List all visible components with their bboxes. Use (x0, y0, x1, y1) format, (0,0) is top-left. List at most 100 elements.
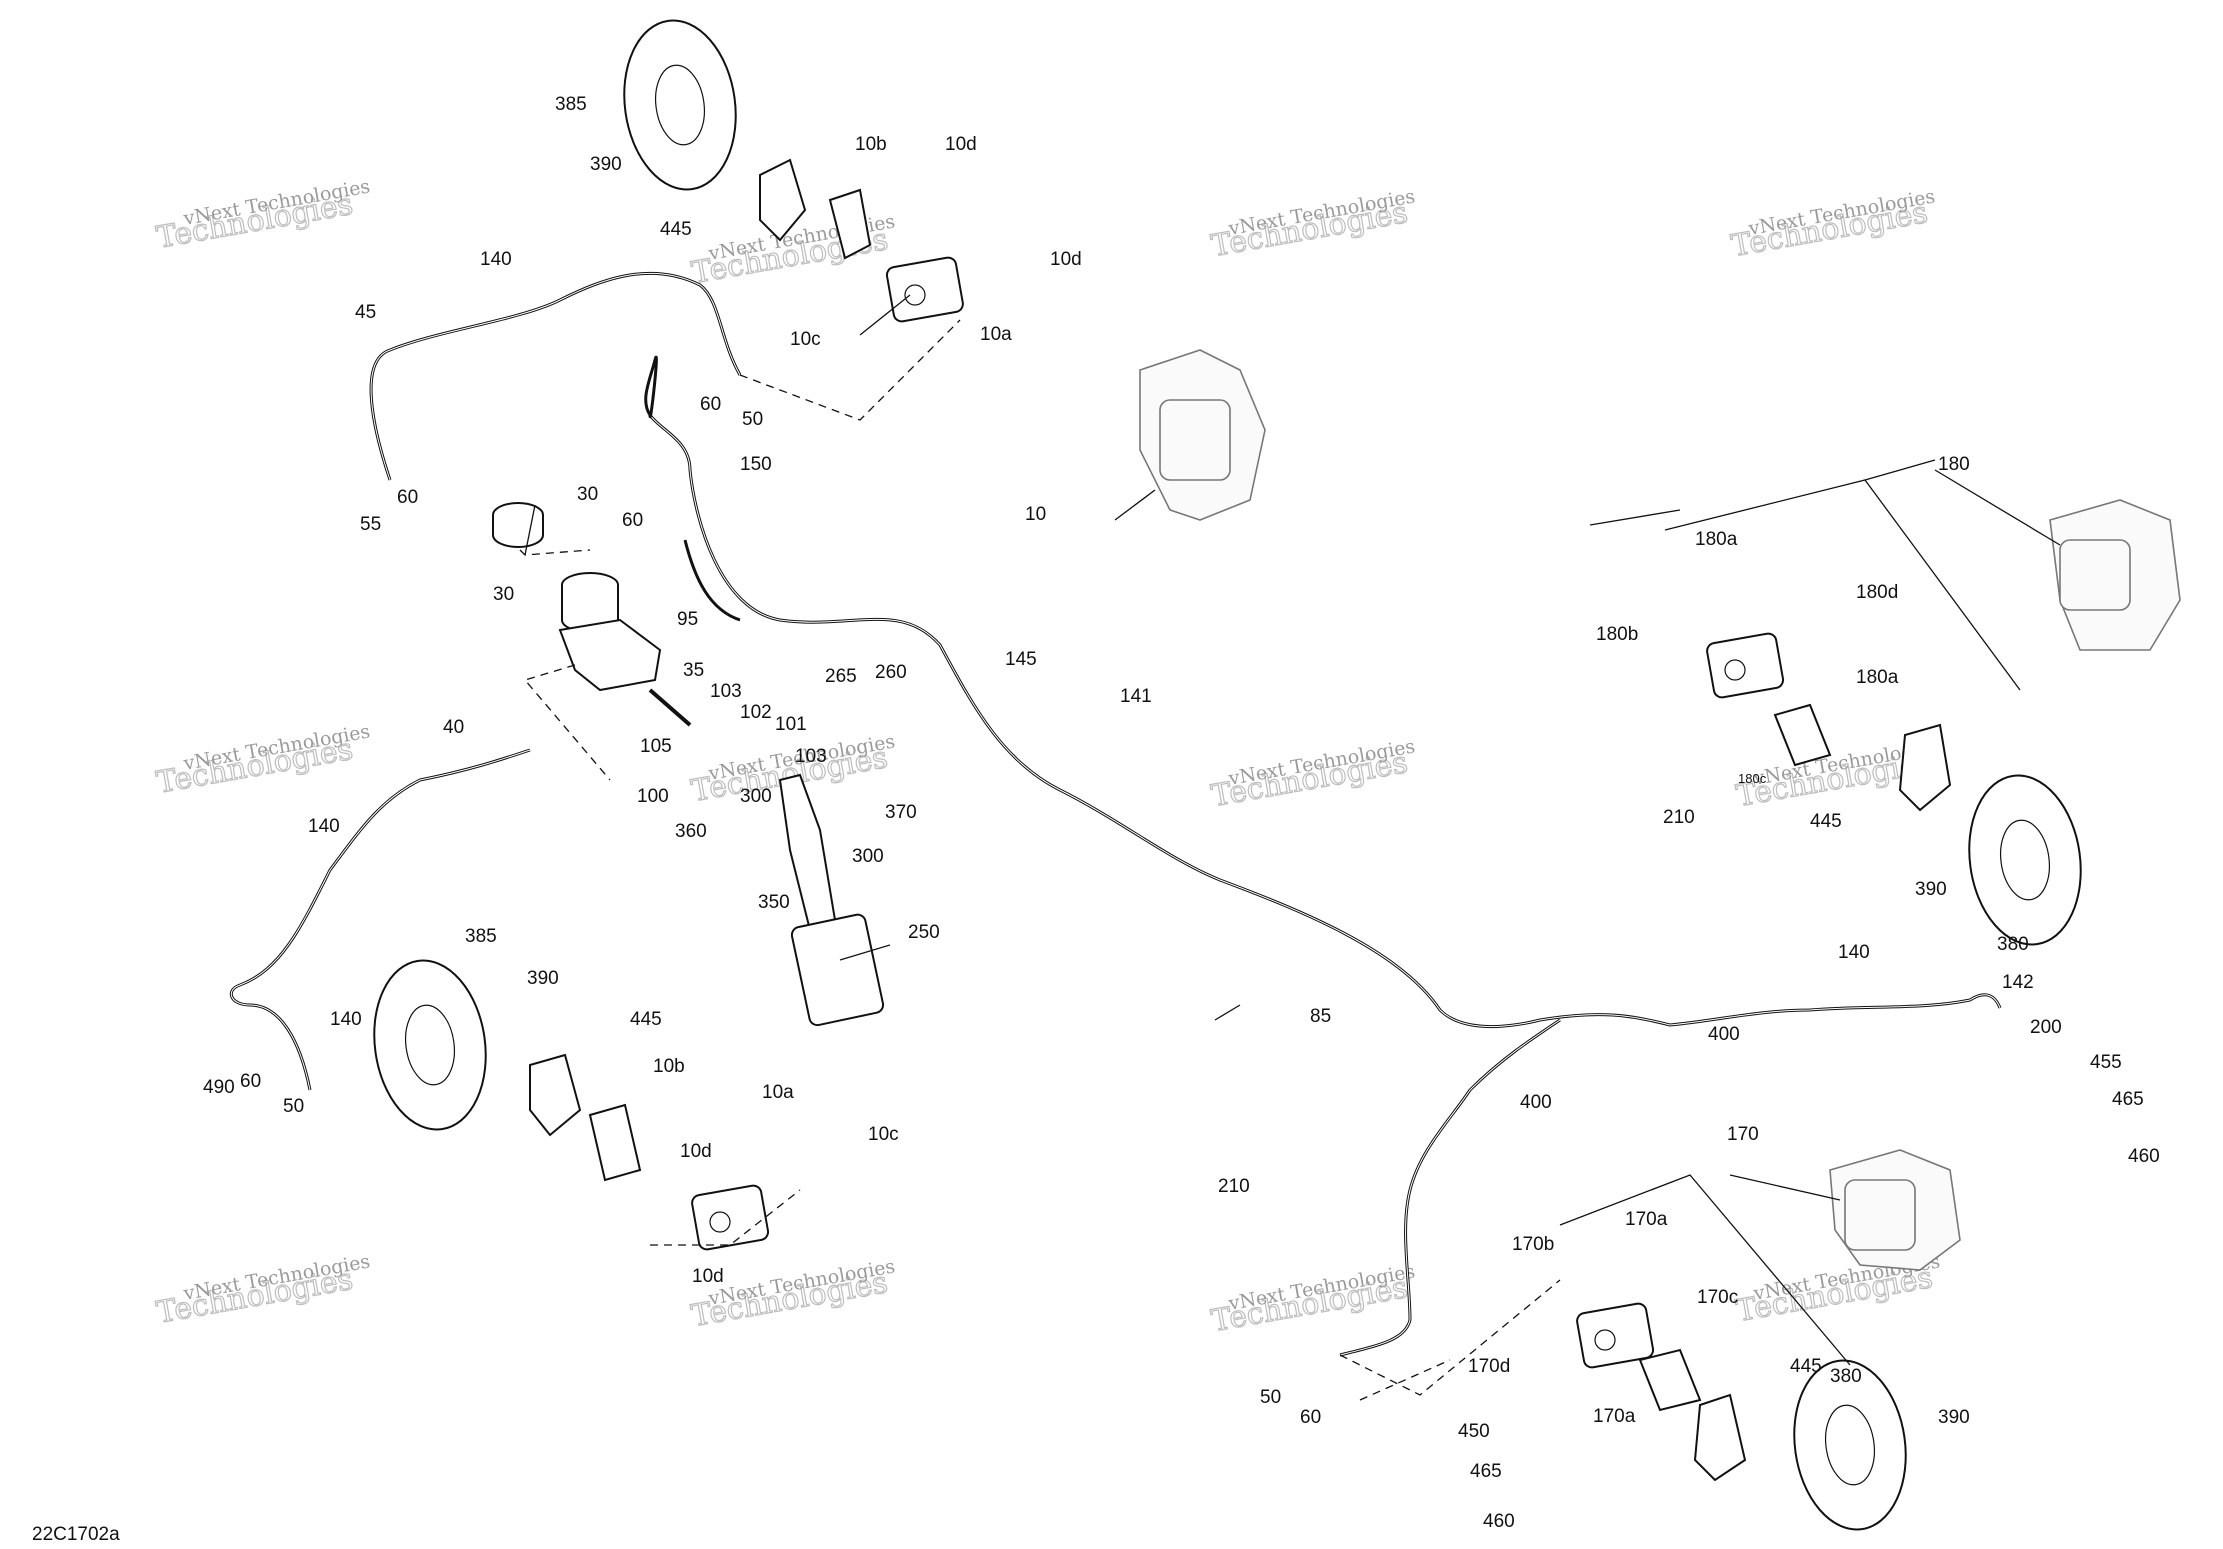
callout-label: 170a (1593, 1406, 1636, 1427)
callout-label: 60 (397, 487, 418, 508)
leader-lines (524, 294, 2061, 1366)
callout-label: 445 (1810, 811, 1842, 832)
callout-label: 450 (1458, 1421, 1490, 1442)
callout-label: 170b (1512, 1234, 1554, 1255)
callout-label: 103 (710, 681, 742, 702)
callout-label: 35 (683, 660, 704, 681)
callout-label: 300 (740, 786, 772, 807)
callout-label: 45 (355, 302, 376, 323)
callout-label: 10b (653, 1056, 685, 1077)
callout-label: 350 (758, 892, 790, 913)
callout-label: 455 (2090, 1052, 2122, 1073)
callout-label: 10a (980, 324, 1012, 345)
watermark: Technologies vNext Technologies (153, 720, 371, 801)
callout-label: 360 (675, 821, 707, 842)
callout-label: 390 (1915, 879, 1947, 900)
callout-label: 140 (308, 816, 340, 837)
callout-label: 60 (240, 1071, 261, 1092)
callout-label: 465 (1470, 1461, 1502, 1482)
callout-label: 140 (480, 249, 512, 270)
callout-label: 10d (945, 134, 977, 155)
reservoir-cap (492, 502, 544, 548)
caliper-assembly-ghost-170 (1829, 1149, 1961, 1271)
callout-label: 10b (855, 134, 887, 155)
brake-pedal (778, 773, 885, 1027)
watermark: Technologies vNext Technologies (1208, 735, 1417, 814)
callout-label: 250 (908, 922, 940, 943)
callout-label: 55 (360, 514, 381, 535)
callout-label: 385 (465, 926, 497, 947)
callout-label: 180a (1695, 529, 1738, 550)
callout-label: 180b (1596, 624, 1638, 645)
watermark: Technologies vNext Technologies (1208, 185, 1417, 264)
callout-label: 380 (1997, 934, 2029, 955)
callout-label: 100 (637, 786, 669, 807)
callout-label: 10 (1025, 504, 1046, 525)
brake-disc-front-left (623, 19, 737, 191)
callout-label: 400 (1708, 1024, 1740, 1045)
callout-label: 101 (775, 714, 807, 735)
callout-label: 103 (795, 746, 827, 767)
brake-pads-front-left (828, 188, 872, 260)
callout-label: 445 (660, 219, 692, 240)
pedal-rod (648, 688, 692, 727)
callout-label: 170d (1468, 1356, 1510, 1377)
callout-label: 102 (740, 702, 772, 723)
callout-label: 30 (493, 584, 514, 605)
diagram-code: 22C1702a (32, 1524, 120, 1545)
callout-label: 390 (590, 154, 622, 175)
watermarks: Technologies vNext Technologies Technolo… (153, 175, 1941, 1339)
callout-label: 390 (527, 968, 559, 989)
callout-label: 210 (1218, 1176, 1250, 1197)
caliper-assembly-ghost-10 (1139, 349, 1266, 521)
callout-labels: 385 390 445 10b 10d 10d 10c 10a 140 45 6… (203, 94, 2160, 1532)
callout-label: 445 (630, 1009, 662, 1030)
watermark: Technologies vNext Technologies (1728, 185, 1937, 264)
callout-label: 50 (283, 1096, 304, 1117)
callout-label: 50 (1260, 1387, 1281, 1408)
callout-label: 142 (2002, 972, 2034, 993)
callout-label: 10c (868, 1124, 899, 1145)
caliper-bracket-rear-right (1693, 1393, 1747, 1482)
callout-label: 95 (677, 609, 698, 630)
callout-label: 40 (443, 717, 464, 738)
callout-label: 180d (1856, 582, 1898, 603)
assembly-guides (519, 319, 1561, 1401)
callout-label: 10a (762, 1082, 794, 1103)
callout-label: 210 (1663, 807, 1695, 828)
watermark: Technologies vNext Technologies (153, 1250, 371, 1331)
callout-label: 300 (852, 846, 884, 867)
caliper-bracket-rear-left (529, 1053, 582, 1137)
brake-pads-rear-left (588, 1103, 642, 1182)
brake-pads-rear-right (1638, 1348, 1702, 1412)
callout-label: 170 (1727, 1124, 1759, 1145)
callout-label: 10d (692, 1266, 724, 1287)
brake-disc-front-right (1968, 774, 2082, 946)
brake-hoses (229, 271, 2002, 1357)
callout-label: 140 (1838, 942, 1870, 963)
callout-label: 445 (1790, 1356, 1822, 1377)
callout-label: 10d (680, 1141, 712, 1162)
watermark: Technologies vNext Technologies (153, 175, 371, 256)
brake-disc-rear-left (373, 959, 487, 1131)
caliper-rear-left (691, 1184, 770, 1251)
callout-label: 141 (1120, 686, 1152, 707)
callout-label: 490 (203, 1077, 235, 1098)
caliper-assembly-ghost-180 (2049, 499, 2181, 651)
callout-label: 105 (640, 736, 672, 757)
callout-label: 460 (2128, 1146, 2160, 1167)
caliper-front-left (885, 256, 964, 323)
callout-label: 390 (1938, 1407, 1970, 1428)
callout-label: 400 (1520, 1092, 1552, 1113)
callout-label: 180 (1938, 454, 1970, 475)
caliper-rear-right (1576, 1302, 1655, 1369)
brake-disc-rear-right (1793, 1359, 1907, 1531)
callout-label: 140 (330, 1009, 362, 1030)
callout-label: 10d (1050, 249, 1082, 270)
callout-label: 85 (1310, 1006, 1331, 1027)
callout-label: 170a (1625, 1209, 1668, 1230)
callout-label: 180a (1856, 667, 1899, 688)
callout-label: 150 (740, 454, 772, 475)
watermark: Technologies vNext Technologies (1208, 1260, 1417, 1339)
callout-label: 170c (1697, 1287, 1738, 1308)
